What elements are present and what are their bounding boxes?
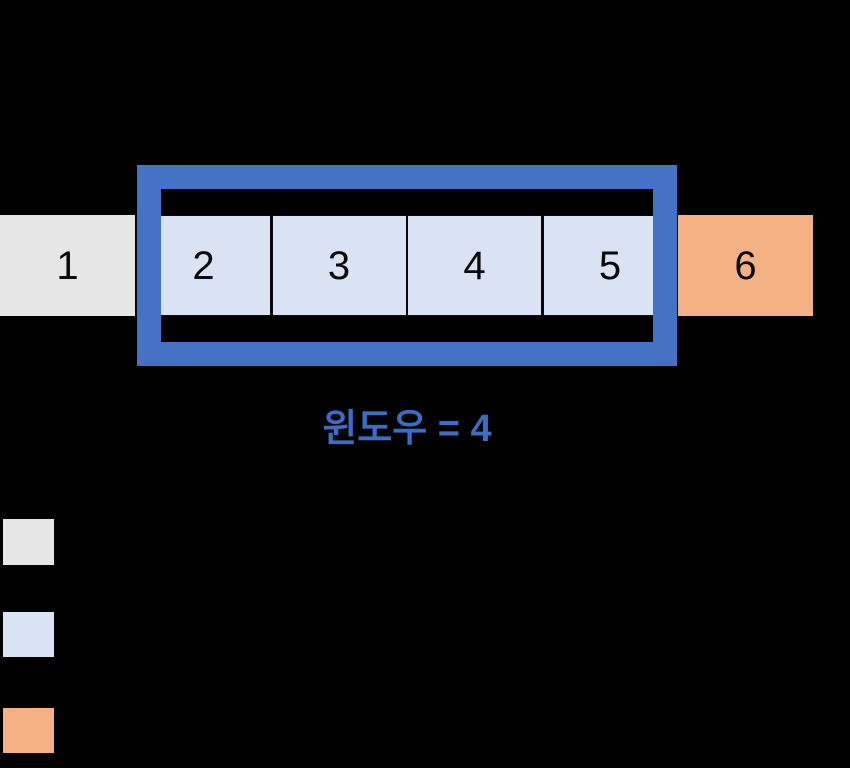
sequence-box-4: 4 (407, 215, 542, 316)
legend-gray-swatch (3, 519, 54, 565)
sequence-box-5-value: 5 (598, 243, 622, 288)
sequence-box-1: 1 (0, 215, 135, 316)
sequence-box-3-value: 3 (327, 243, 351, 288)
window-size-label: 윈도우 = 4 (322, 408, 492, 450)
sequence-box-1-value: 1 (56, 243, 79, 288)
legend-light-blue-swatch (3, 612, 54, 657)
sequence-box-3: 3 (271, 215, 407, 316)
legend-orange-swatch (3, 708, 54, 753)
sequence-box-6: 6 (678, 215, 813, 316)
sequence-box-2-value: 2 (192, 243, 215, 288)
sliding-window-frame (137, 165, 677, 366)
sequence-box-6-value: 6 (734, 243, 757, 288)
sequence-box-4-value: 4 (463, 243, 486, 288)
